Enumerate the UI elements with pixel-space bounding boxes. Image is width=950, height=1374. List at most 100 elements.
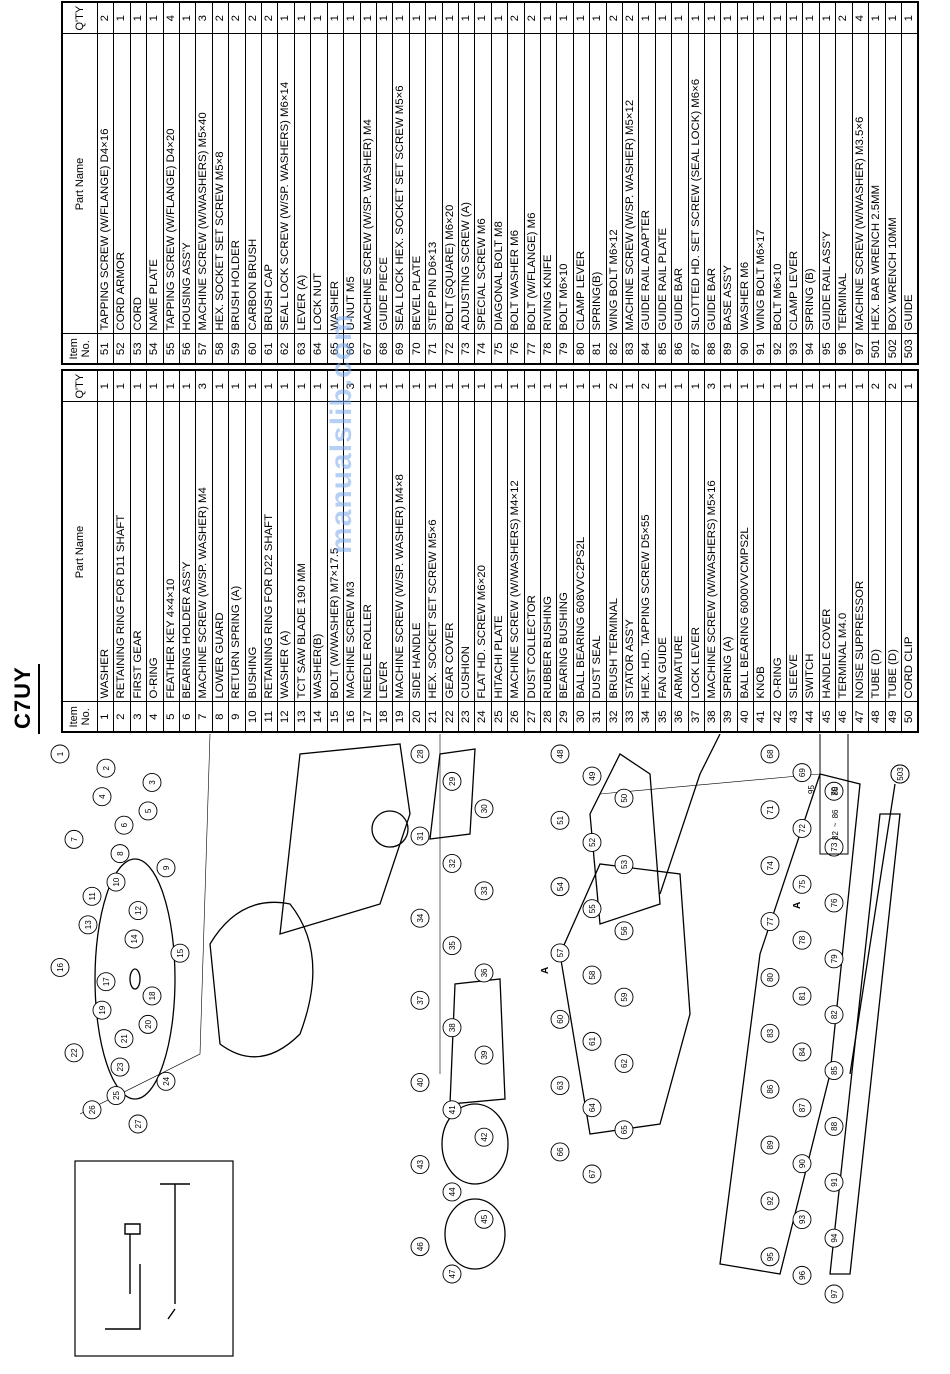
qty-cell: 1 xyxy=(425,1,443,34)
item-no-cell: 30 xyxy=(573,702,590,732)
qty-cell: 1 xyxy=(130,369,147,402)
qty-cell: 1 xyxy=(770,369,787,402)
qty-cell: 2 xyxy=(885,369,902,402)
qty-cell: 1 xyxy=(113,1,131,34)
part-name-cell: HEX. SOCKET SET SCREW M5×8 xyxy=(212,34,229,334)
guide-rail-range xyxy=(819,734,849,855)
item-no-cell: 48 xyxy=(868,702,885,732)
qty-cell: 1 xyxy=(868,1,885,34)
callout-label: 42 xyxy=(480,1132,489,1141)
part-name-cell: RETURN SPRING (A) xyxy=(228,402,246,702)
callout-circle xyxy=(582,832,602,852)
item-no-cell: 97 xyxy=(852,334,869,364)
qty-cell: 1 xyxy=(392,369,410,402)
callout-label: 46 xyxy=(416,1242,425,1251)
item-no-cell: 61 xyxy=(261,334,278,364)
callout-label: 59 xyxy=(620,992,629,1001)
qty-cell: 1 xyxy=(655,1,672,34)
housing-drawing xyxy=(559,734,721,1135)
item-no-cell: 84 xyxy=(638,334,656,364)
callout-circle xyxy=(792,819,812,838)
callout-circle xyxy=(106,872,126,892)
callout-label: 20 xyxy=(144,1019,153,1028)
callout-label: 27 xyxy=(134,1119,143,1128)
qty-cell: 1 xyxy=(688,1,705,34)
part-name-cell: BALL BEARING 608VVC2PS2L xyxy=(573,402,590,702)
callout-circle xyxy=(474,1045,494,1065)
part-name-cell: GUIDE BAR xyxy=(671,34,689,334)
callout-circle xyxy=(410,1155,430,1174)
callout-circle xyxy=(614,1120,634,1140)
part-name-cell: MACHINE SCREW (W/SP. WASHER) M4 xyxy=(360,34,377,334)
callout-circle xyxy=(114,1029,134,1049)
callout-circle xyxy=(614,788,634,808)
callout-label: 67 xyxy=(588,1169,597,1178)
part-name-cell: MACHINE SCREW (W/WASHERS) M5×16 xyxy=(704,402,721,702)
model-title: C7UY xyxy=(10,666,35,729)
callout-label: 60 xyxy=(556,1014,565,1023)
part-name-cell: CORD ARMOR xyxy=(113,34,131,334)
qty-cell: 1 xyxy=(327,1,344,34)
part-name-cell: CLAMP LEVER xyxy=(786,34,803,334)
part-name-cell: SPRING (B) xyxy=(802,34,820,334)
callout-label: 38 xyxy=(448,1023,457,1032)
callout-circle xyxy=(50,958,70,977)
callout-circle xyxy=(410,908,430,928)
qty-cell: 1 xyxy=(852,369,869,402)
part-name-cell: CARBON BRUSH xyxy=(245,34,262,334)
part-name-cell: BRUSH HOLDER xyxy=(228,34,246,334)
callout-circle xyxy=(824,781,844,801)
part-name-cell: RUBBER BUSHING xyxy=(540,402,557,702)
item-no-cell: 2 xyxy=(113,702,131,732)
callout-circle xyxy=(410,826,430,846)
construction-lines xyxy=(79,734,821,1115)
part-name-cell: BEARING HOLDER ASS'Y xyxy=(179,402,196,702)
qty-cell: 1 xyxy=(835,369,853,402)
guide-rail-range-text: 82~8688 xyxy=(831,786,840,840)
callout-label: 88 xyxy=(830,1121,839,1130)
item-no-cell: 55 xyxy=(163,334,180,364)
callout-circle xyxy=(582,965,602,985)
item-no-cell: 70 xyxy=(409,334,426,364)
item-no-cell: 27 xyxy=(524,702,541,732)
callout-circle xyxy=(92,1000,112,1020)
part-name-cell: WASHER xyxy=(327,34,344,334)
callout-label: 7 xyxy=(70,837,79,842)
qty-cell: 1 xyxy=(179,369,196,402)
callout-circle xyxy=(760,1023,780,1043)
callout-circle xyxy=(442,1182,462,1202)
callout-circle xyxy=(156,1071,176,1091)
item-no-cell: 90 xyxy=(737,334,754,364)
qty-cell: 1 xyxy=(310,1,328,34)
qty-cell: 1 xyxy=(245,369,262,402)
callout-circle xyxy=(442,1264,462,1284)
item-no-cell: 51 xyxy=(97,334,114,364)
callout-circle xyxy=(582,1098,602,1118)
part-name-cell: BALL BEARING 6000VVCMPS2L xyxy=(737,402,754,702)
callout-label: 13 xyxy=(84,920,93,929)
callout-circle xyxy=(92,787,112,807)
qty-cell: 1 xyxy=(540,1,557,34)
callout-circle xyxy=(110,1057,130,1077)
callout-circle xyxy=(614,987,634,1007)
callout-circle xyxy=(128,1114,148,1134)
part-name-cell: FLAT HD. SCREW M6×20 xyxy=(474,402,492,702)
part-name-cell: HEX. BAR WRENCH 2.5MM xyxy=(868,34,885,334)
